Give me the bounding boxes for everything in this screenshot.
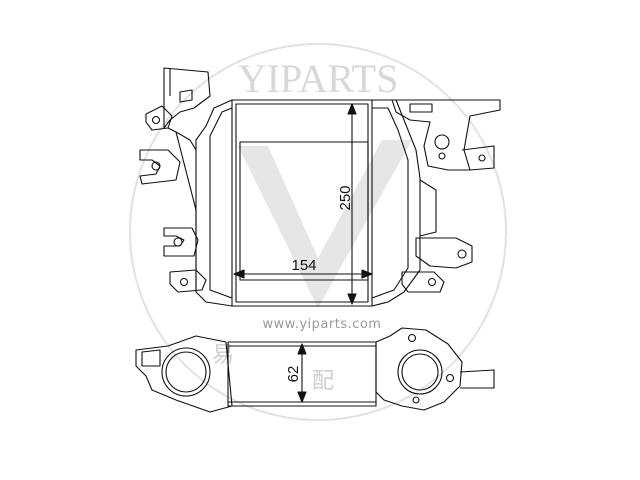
watermark-v-logo [238, 140, 412, 308]
left-tank [195, 99, 233, 307]
front-view [139, 67, 501, 307]
side-view [135, 327, 495, 413]
watermark-cjk-left: 易 [212, 343, 234, 368]
inlet-pipe [161, 347, 211, 397]
watermark-cjk-right: 配 [312, 369, 334, 394]
watermark-url: www.yiparts.com [263, 317, 382, 332]
flange-hole [434, 134, 450, 150]
dimension-height: 250 [337, 185, 354, 210]
watermark-circle [129, 43, 507, 421]
dimension-thickness: 62 [285, 366, 302, 383]
right-tank [371, 99, 421, 307]
watermark-brand: YIPARTS [238, 56, 399, 101]
core [231, 99, 373, 307]
outlet-pipe [397, 349, 443, 395]
dimension-width: 154 [291, 257, 316, 274]
